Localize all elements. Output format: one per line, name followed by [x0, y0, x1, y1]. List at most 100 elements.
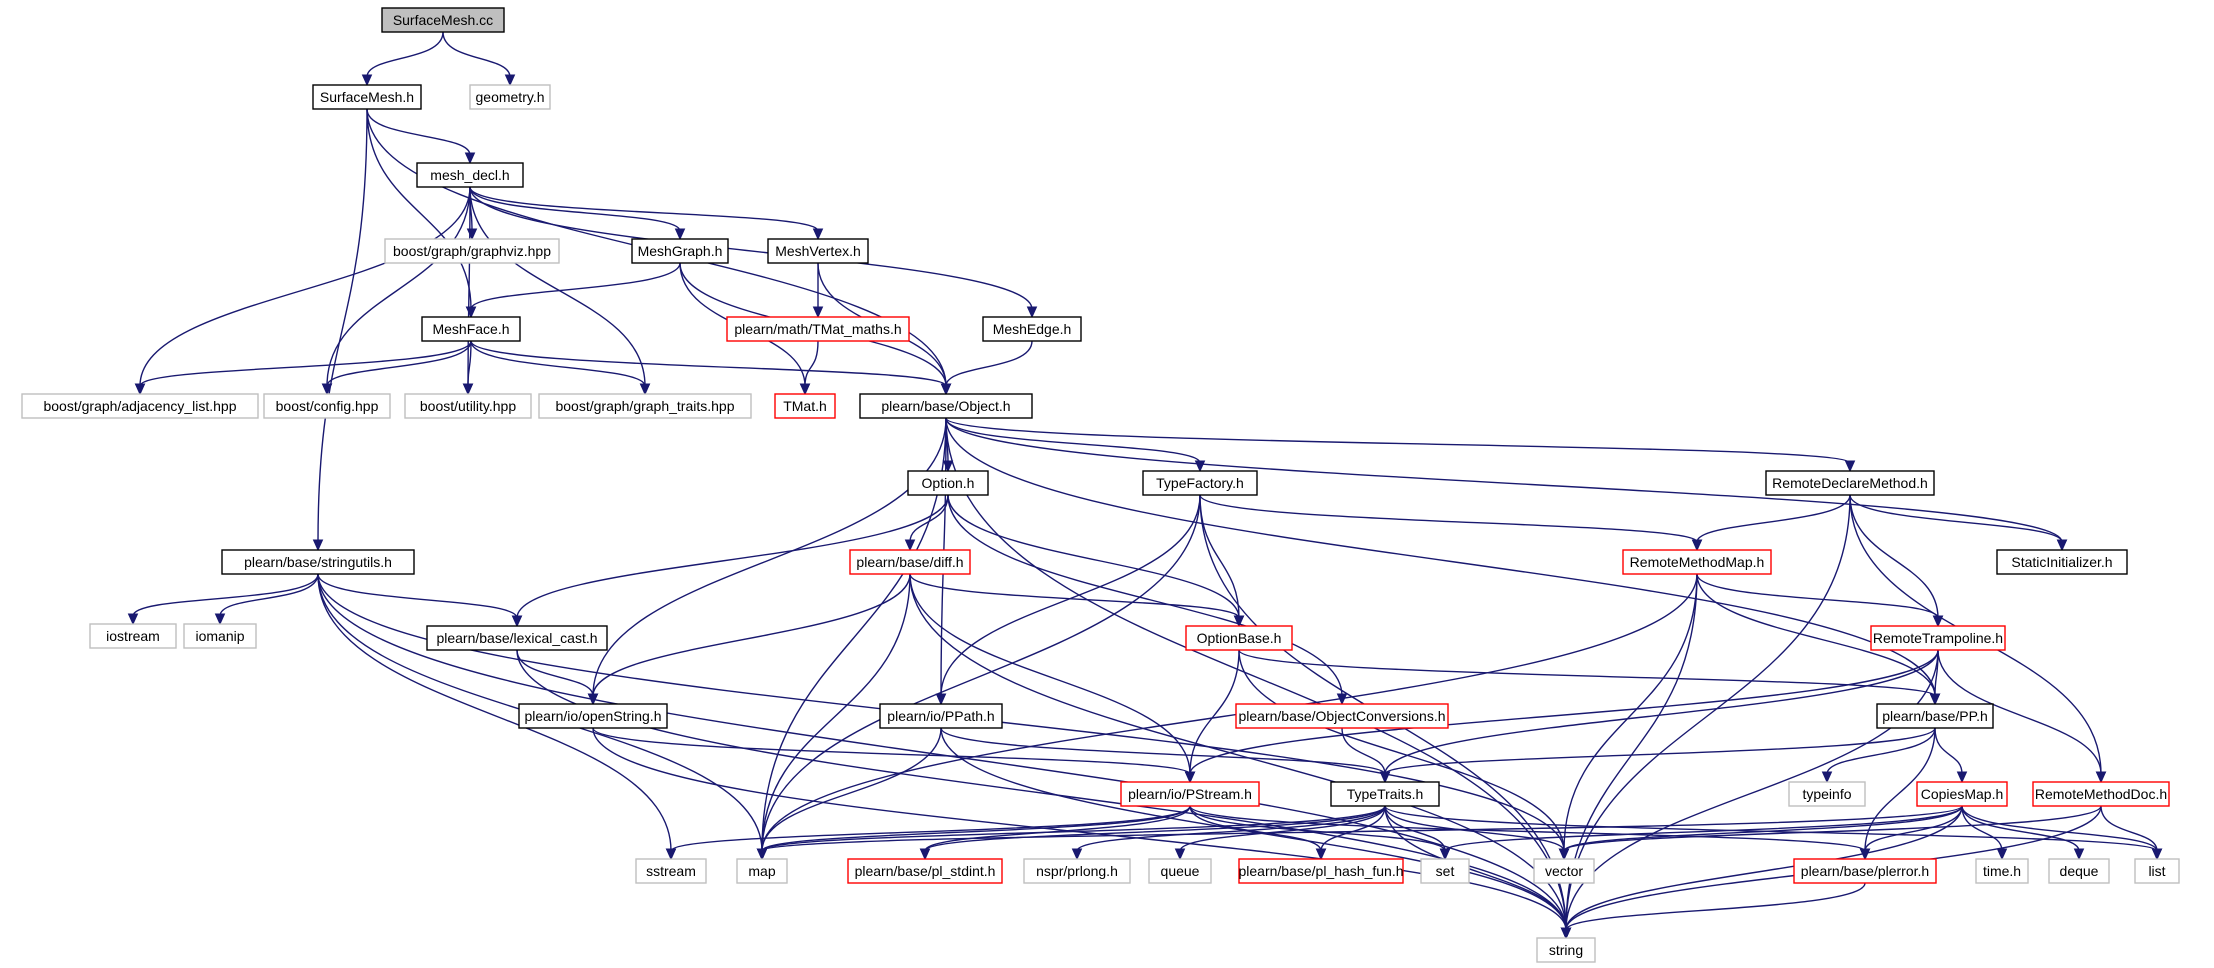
node-box [849, 549, 971, 575]
node-box [736, 858, 788, 884]
edge-arrowhead [1691, 539, 1703, 552]
node-box [847, 858, 1003, 884]
node-plearn-base-pl-hash-fun-h[interactable]: plearn/base/pl_hash_fun.h [1238, 858, 1404, 884]
edge-arrowhead [1174, 848, 1186, 861]
node-box [1185, 625, 1293, 651]
node-box [774, 393, 836, 419]
node-label: list [2148, 863, 2165, 879]
edge-n33-n41 [1179, 805, 1386, 852]
node-boost-utility-hpp: boost/utility.hpp [404, 393, 532, 419]
edge-n35-n44 [1563, 805, 1963, 852]
edge-arrowhead [812, 306, 824, 319]
node-time-h: time.h [1975, 858, 2029, 884]
node-plearn-base-object-h[interactable]: plearn/base/Object.h [859, 393, 1033, 419]
node-tmat-h[interactable]: TMat.h [774, 393, 836, 419]
node-staticinitializer-h[interactable]: StaticInitializer.h [1996, 549, 2128, 575]
node-plearn-base-diff-h[interactable]: plearn/base/diff.h [849, 549, 971, 575]
node-iostream: iostream [89, 623, 177, 649]
edge-arrowhead [465, 306, 477, 319]
node-option-h[interactable]: Option.h [907, 470, 989, 496]
edge-arrowhead [214, 613, 226, 626]
node-plearn-base-objectconversions-h[interactable]: plearn/base/ObjectConversions.h [1235, 703, 1449, 729]
node-label: boost/utility.hpp [420, 398, 516, 414]
node-remotedeclaremethod-h[interactable]: RemoteDeclareMethod.h [1765, 470, 1935, 496]
node-box [1330, 781, 1440, 807]
node-typefactory-h[interactable]: TypeFactory.h [1142, 470, 1258, 496]
edge-n33-n40 [1076, 805, 1386, 852]
node-box [416, 162, 524, 188]
node-surfacemesh-h[interactable]: SurfaceMesh.h [312, 84, 422, 110]
node-mesh-decl-h[interactable]: mesh_decl.h [416, 162, 524, 188]
edge-n35-n38 [761, 805, 1963, 852]
node-box [907, 470, 989, 496]
node-box [1975, 858, 2029, 884]
node-surfacemesh-cc[interactable]: SurfaceMesh.cc [381, 7, 505, 33]
node-label: sstream [646, 863, 696, 879]
node-meshface-h[interactable]: MeshFace.h [421, 316, 521, 342]
edge-arrowhead [942, 460, 954, 473]
node-remotemethodmap-h[interactable]: RemoteMethodMap.h [1622, 549, 1772, 575]
edge-n3-n10 [139, 186, 471, 387]
edge-n3-n11 [326, 186, 471, 387]
edge-arrowhead [1558, 848, 1570, 861]
edge-n8-n15 [945, 340, 1033, 387]
edge-n15-n17 [945, 417, 1201, 464]
node-optionbase-h[interactable]: OptionBase.h [1185, 625, 1293, 651]
node-copiesmap-h[interactable]: CopiesMap.h [1916, 781, 2008, 807]
node-label: plearn/base/stringutils.h [244, 554, 392, 570]
edge-n32-n42 [1189, 805, 1322, 852]
node-label: CopiesMap.h [1921, 786, 2004, 802]
node-meshedge-h[interactable]: MeshEdge.h [982, 316, 1082, 342]
node-box [1765, 470, 1935, 496]
edge-n35-n49 [1565, 805, 1963, 931]
node-label: plearn/io/openString.h [525, 708, 662, 724]
node-box [21, 393, 259, 419]
edge-arrowhead [2095, 771, 2107, 784]
node-plearn-io-openstring-h[interactable]: plearn/io/openString.h [518, 703, 668, 729]
node-box [538, 393, 752, 419]
edge-n7-n14 [804, 340, 819, 387]
node-box [1622, 549, 1772, 575]
node-iomanip: iomanip [183, 623, 257, 649]
node-plearn-io-ppath-h[interactable]: plearn/io/PPath.h [879, 703, 1003, 729]
node-remotetrampoline-h[interactable]: RemoteTrampoline.h [1870, 625, 2006, 651]
edge-arrowhead [1026, 306, 1038, 319]
node-meshgraph-h[interactable]: MeshGraph.h [631, 238, 729, 264]
edge-arrowhead [312, 539, 324, 552]
node-plearn-base-lexical-cast-h[interactable]: plearn/base/lexical_cast.h [426, 625, 608, 651]
edge-arrowhead [587, 693, 599, 706]
node-plearn-base-plerror-h[interactable]: plearn/base/plerror.h [1793, 858, 1937, 884]
edge-n36-n48 [2100, 805, 2158, 852]
edge-arrowhead [665, 848, 677, 861]
node-meshvertex-h[interactable]: MeshVertex.h [767, 238, 869, 264]
edge-n9-n12 [467, 340, 472, 387]
node-label: RemoteTrampoline.h [1873, 630, 2003, 646]
node-label: plearn/base/pl_hash_fun.h [1238, 863, 1403, 879]
node-box [2134, 858, 2180, 884]
edge-n17-n38 [761, 494, 1201, 852]
node-box [1238, 858, 1404, 884]
node-plearn-math-tmat-maths-h[interactable]: plearn/math/TMat_maths.h [726, 316, 910, 342]
edge-n0-n2 [442, 31, 511, 78]
node-plearn-base-pl-stdint-h[interactable]: plearn/base/pl_stdint.h [847, 858, 1003, 884]
node-box [879, 703, 1003, 729]
edge-n26-n31 [1238, 649, 1936, 697]
node-label: boost/config.hpp [276, 398, 379, 414]
edge-n30-n33 [1341, 727, 1386, 775]
node-plearn-base-stringutils-h[interactable]: plearn/base/stringutils.h [221, 549, 415, 575]
edge-n17-n26 [1199, 494, 1240, 619]
node-boost-graph-graph-traits-hpp: boost/graph/graph_traits.hpp [538, 393, 752, 419]
node-remotemethoddoc-h[interactable]: RemoteMethodDoc.h [2032, 781, 2170, 807]
edge-n20-n26 [909, 573, 1240, 619]
edge-n20-n32 [909, 573, 1191, 775]
node-box [982, 316, 1082, 342]
edge-n1-n19 [317, 108, 368, 543]
node-plearn-io-pstream-h[interactable]: plearn/io/PStream.h [1120, 781, 1260, 807]
node-typetraits-h[interactable]: TypeTraits.h [1330, 781, 1440, 807]
node-label: SurfaceMesh.cc [393, 12, 493, 28]
node-plearn-base-pp-h[interactable]: plearn/base/PP.h [1876, 703, 1994, 729]
edge-n26-n44 [1238, 649, 1565, 852]
edge-arrowhead [321, 383, 333, 396]
